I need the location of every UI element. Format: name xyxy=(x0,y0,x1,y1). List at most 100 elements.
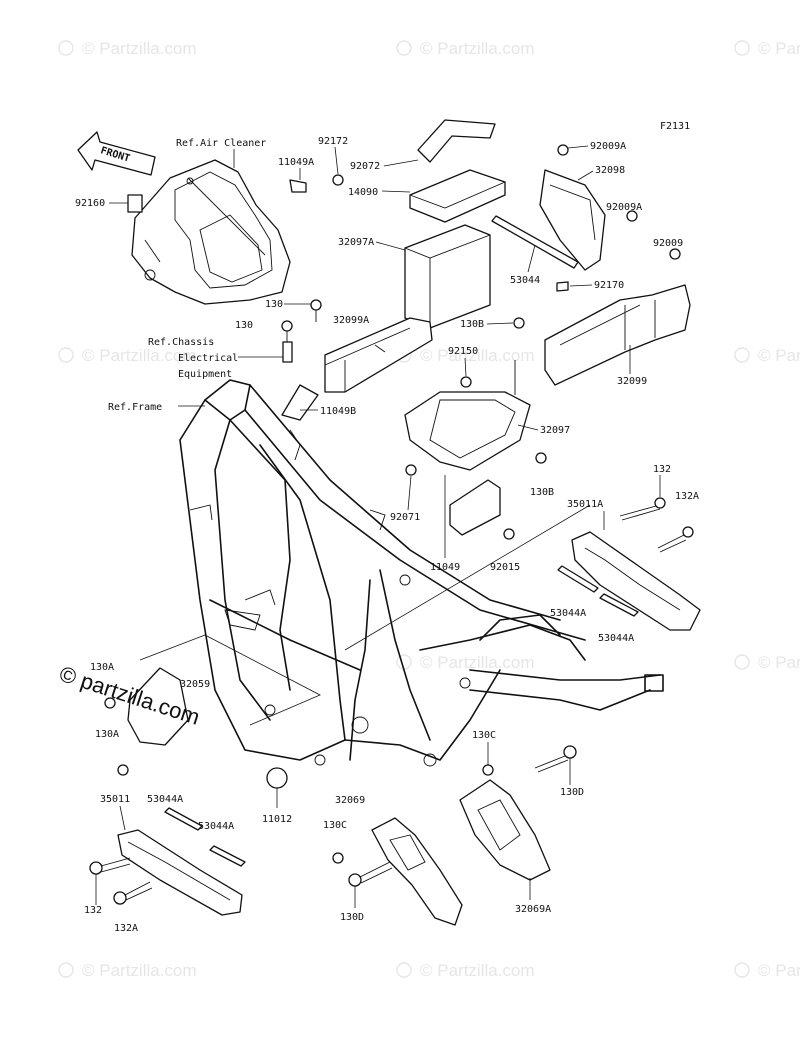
part-label: 53044A xyxy=(598,633,634,644)
bolt-130A-drawing xyxy=(104,697,116,709)
part-label: 32097 xyxy=(540,425,570,436)
watermark-top-center: © Partzilla.com xyxy=(396,39,535,58)
bolt-130A-b-drawing xyxy=(117,764,129,776)
part-label: 92160 xyxy=(75,198,105,209)
part-label: 92150 xyxy=(448,346,478,357)
part-label: 92015 xyxy=(490,562,520,573)
part-label: 132A xyxy=(114,923,138,934)
part-35011A-drawing xyxy=(571,531,701,631)
watermark-low-right: © Partzilla.com xyxy=(734,653,800,672)
part-label: 53044 xyxy=(510,275,540,286)
ref-equipment: Equipment xyxy=(178,369,232,380)
part-92172-drawing xyxy=(332,174,344,186)
part-label: 35011A xyxy=(567,499,603,510)
svg-text:© Partzilla.com: © Partzilla.com xyxy=(82,346,197,365)
part-53044A-l2-drawing xyxy=(209,845,246,867)
bolt-132A-left-drawing xyxy=(113,881,153,905)
part-label: 32099 xyxy=(617,376,647,387)
bolt-130-drawing xyxy=(310,299,322,322)
bolt-130C-left-drawing xyxy=(332,852,344,864)
part-label: 130 xyxy=(265,299,283,310)
part-92009A-drawing xyxy=(557,144,569,156)
part-label: 132A xyxy=(675,491,699,502)
part-label: 32097A xyxy=(338,237,374,248)
part-92015-drawing xyxy=(503,528,515,540)
part-92150-drawing xyxy=(460,376,472,388)
part-32099-drawing xyxy=(544,284,691,386)
part-label: 32098 xyxy=(595,165,625,176)
watermark-bottom-left: © Partzilla.com xyxy=(58,961,197,980)
watermark-bottom-center: © Partzilla.com xyxy=(396,961,535,980)
part-label: 130A xyxy=(90,662,114,673)
watermark-low-center: © Partzilla.com xyxy=(396,653,535,672)
part-label: 130D xyxy=(560,787,584,798)
part-14090-drawing xyxy=(409,169,506,223)
watermark-mid-right: © Partzilla.com xyxy=(734,346,800,365)
svg-text:© Partzilla.com: © Partzilla.com xyxy=(758,653,800,672)
part-32069A-drawing xyxy=(459,779,551,881)
part-32069-drawing xyxy=(371,817,463,926)
part-label: 130B xyxy=(460,319,484,330)
bolt-130D-left-drawing xyxy=(348,861,393,887)
part-32097-drawing xyxy=(404,391,531,471)
part-label: 32099A xyxy=(333,315,369,326)
part-label: 11049 xyxy=(430,562,460,573)
bolt-132A-right-drawing xyxy=(657,526,694,553)
callout-line xyxy=(344,504,591,651)
callout-line xyxy=(139,634,321,726)
part-11049A-drawing xyxy=(289,179,307,193)
svg-text:© Partzilla.com: © Partzilla.com xyxy=(420,39,535,58)
part-92071-drawing xyxy=(405,464,417,476)
part-label: 53044A xyxy=(550,608,586,619)
part-label: 130A xyxy=(95,729,119,740)
ref-electrical: Electrical xyxy=(178,353,238,364)
part-label: 92170 xyxy=(594,280,624,291)
part-32099A-drawing xyxy=(324,317,433,393)
part-92009-drawing xyxy=(669,248,681,260)
part-label: 132 xyxy=(653,464,671,475)
part-label: 11049A xyxy=(278,157,314,168)
ref-chassis: Ref.Chassis xyxy=(148,337,214,348)
part-label: 130D xyxy=(340,912,364,923)
part-label: 35011 xyxy=(100,794,130,805)
part-label: 132 xyxy=(84,905,102,916)
part-label: 11049B xyxy=(320,406,356,417)
part-53044A-r1-drawing xyxy=(557,565,599,593)
frame-drawing xyxy=(179,379,664,767)
ref-frame: Ref.Frame xyxy=(108,402,162,413)
part-35011-drawing xyxy=(117,829,243,916)
part-label: 14090 xyxy=(348,187,378,198)
part-92009A-mid-drawing xyxy=(626,210,638,222)
part-11012-drawing xyxy=(266,767,288,789)
svg-text:© Partzilla.com: © Partzilla.com xyxy=(420,346,535,365)
part-label: 92071 xyxy=(390,512,420,523)
svg-text:© Partzilla.com: © Partzilla.com xyxy=(758,961,800,980)
chassis-connector-drawing xyxy=(282,341,293,363)
part-32097A-drawing xyxy=(404,224,491,329)
bolt-132-right-drawing xyxy=(619,497,666,521)
part-92160-drawing xyxy=(127,194,143,213)
part-11049B-drawing xyxy=(281,384,319,421)
watermark-mid-left: © Partzilla.com xyxy=(58,346,197,365)
part-92170-drawing xyxy=(556,281,569,292)
svg-text:© Partzilla.com: © Partzilla.com xyxy=(420,653,535,672)
watermarks: © Partzilla.com © Partzilla.com © Partzi… xyxy=(58,39,800,980)
svg-text:© Partzilla.com: © Partzilla.com xyxy=(420,961,535,980)
part-label: 32069 xyxy=(335,795,365,806)
svg-text:© Partzilla.com: © Partzilla.com xyxy=(758,39,800,58)
part-53044-drawing xyxy=(491,215,579,269)
ref-air-cleaner: Ref.Air Cleaner xyxy=(176,138,266,149)
part-53044A-r2-drawing xyxy=(599,593,639,617)
part-label: 130C xyxy=(323,820,347,831)
part-label: 130B xyxy=(530,487,554,498)
bolt-130B-mid-drawing xyxy=(535,452,547,464)
front-arrow-icon: FRONT xyxy=(77,131,156,176)
part-label: 53044A xyxy=(198,821,234,832)
part-label: 92009A xyxy=(606,202,642,213)
part-11049-drawing xyxy=(449,479,501,536)
watermark-top-left: © Partzilla.com xyxy=(58,39,197,58)
watermark-bottom-right: © Partzilla.com xyxy=(734,961,800,980)
part-label: 32069A xyxy=(515,904,551,915)
part-53044A-l1-drawing xyxy=(164,807,203,831)
diagram-code: F2131 xyxy=(660,121,690,132)
